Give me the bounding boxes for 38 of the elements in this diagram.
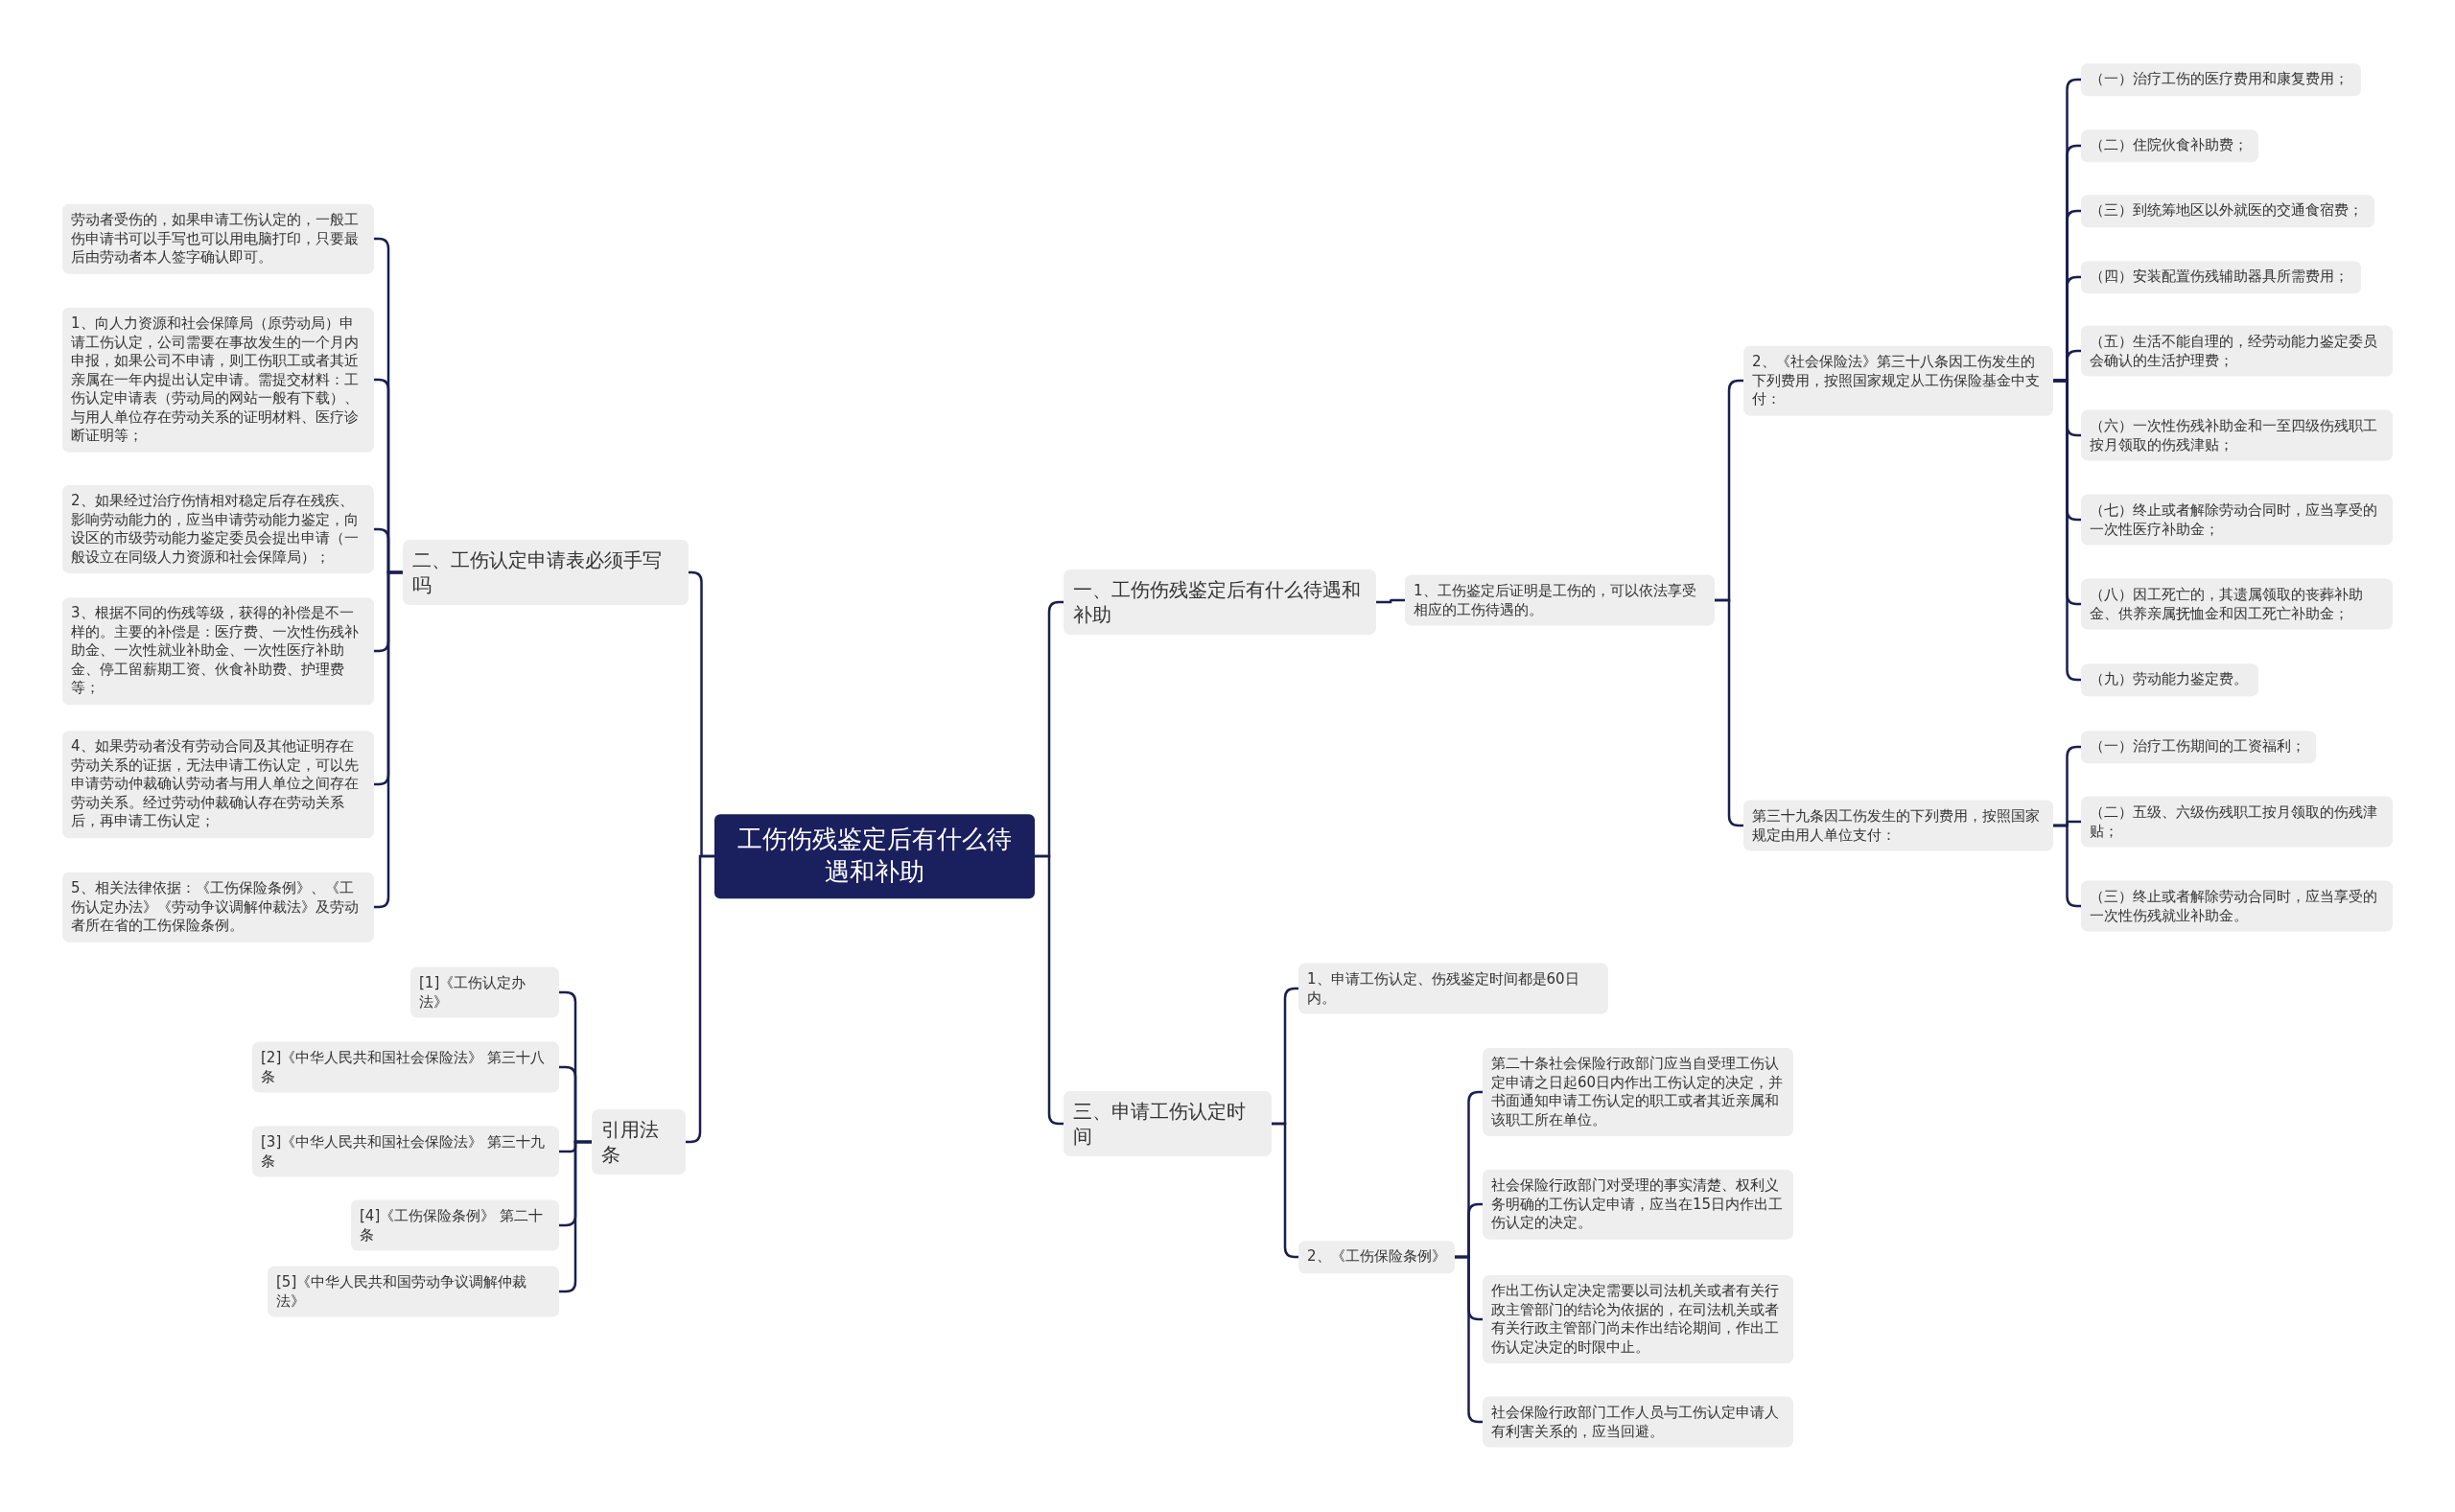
- subtopic-box: 社会保险行政部门对受理的事实清楚、权利义务明确的工伤认定申请，应当在15日内作出工伤认定的决定。: [1483, 1169, 1793, 1240]
- subtopic-box: （八）因工死亡的，其遗属领取的丧葬补助金、供养亲属抚恤金和因工死亡补助金；: [2081, 578, 2393, 630]
- subtopic-box: （二）五级、六级伤残职工按月领取的伤残津贴；: [2081, 796, 2393, 848]
- subtopic-box: （三）到统筹地区以外就医的交通食宿费；: [2081, 195, 2374, 227]
- topic-box: 一、工伤伤残鉴定后有什么待遇和补助: [1064, 570, 1376, 635]
- subtopic-box: 4、如果劳动者没有劳动合同及其他证明存在劳动关系的证据，无法申请工伤认定，可以先申请劳动仲裁确认劳动者与用人单位之间存在劳动关系。经过劳动仲裁确认存在劳动关系后，再申请工伤认定；: [62, 731, 374, 838]
- subtopic-box: [3]《中华人民共和国社会保险法》 第三十九条: [252, 1126, 559, 1177]
- subtopic-box: （四）安装配置伤残辅助器具所需费用；: [2081, 261, 2361, 293]
- subtopic-box: 1、向人力资源和社会保障局（原劳动局）申请工伤认定，公司需要在事故发生的一个月内申报，如果公司不申请，则工伤职工或者其近亲属在一年内提出认定申请。需提交材料：工伤认定申请表（劳动局的网站一般有下载）、与用人单位存在劳动关系的证明材料、医疗诊断证明等；: [62, 307, 374, 453]
- subtopic-box: 第二十条社会保险行政部门应当自受理工伤认定申请之日起60日内作出工伤认定的决定，并书面通知申请工伤认定的职工或者其近亲属和该职工所在单位。: [1483, 1048, 1793, 1136]
- topic-box: 引用法条: [592, 1109, 686, 1175]
- subtopic-box: 1、工伤鉴定后证明是工伤的，可以依法享受相应的工伤待遇的。: [1405, 574, 1715, 626]
- topic-box: 三、申请工伤认定时间: [1064, 1091, 1272, 1156]
- subtopic-box: 1、申请工伤认定、伤残鉴定时间都是60日内。: [1298, 963, 1608, 1014]
- topic-box: 二、工伤认定申请表必须手写吗: [403, 540, 689, 605]
- central-topic-box: 工伤伤残鉴定后有什么待遇和补助: [714, 814, 1035, 898]
- subtopic-box: （三）终止或者解除劳动合同时，应当享受的一次性伤残就业补助金。: [2081, 880, 2393, 932]
- subtopic-box: 劳动者受伤的，如果申请工伤认定的，一般工伤申请书可以手写也可以用电脑打印，只要最后由劳动者本人签字确认即可。: [62, 203, 374, 274]
- subtopic-box: 第三十九条因工伤发生的下列费用，按照国家规定由用人单位支付：: [1743, 800, 2053, 851]
- subtopic-box: 3、根据不同的伤残等级，获得的补偿是不一样的。主要的补偿是：医疗费、一次性伤残补助金、一次性就业补助金、一次性医疗补助金、停工留薪期工资、伙食补助费、护理费等；: [62, 597, 374, 705]
- subtopic-box: （六）一次性伤残补助金和一至四级伤残职工按月领取的伤残津贴；: [2081, 409, 2393, 461]
- subtopic-box: [5]《中华人民共和国劳动争议调解仲裁法》: [268, 1266, 559, 1317]
- subtopic-box: 作出工伤认定决定需要以司法机关或者有关行政主管部门的结论为依据的，在司法机关或者有关行政主管部门尚未作出结论期间，作出工伤认定决定的时限中止。: [1483, 1275, 1793, 1363]
- subtopic-box: 2、《工伤保险条例》: [1298, 1241, 1455, 1273]
- subtopic-box: 社会保险行政部门工作人员与工伤认定申请人有利害关系的，应当回避。: [1483, 1396, 1793, 1448]
- subtopic-box: 2、如果经过治疗伤情相对稳定后存在残疾、影响劳动能力的，应当申请劳动能力鉴定，向设区的市级劳动能力鉴定委员会提出申请（一般设立在同级人力资源和社会保障局）；: [62, 485, 374, 573]
- subtopic-box: [2]《中华人民共和国社会保险法》 第三十八条: [252, 1041, 559, 1093]
- connector-line: [1376, 598, 1405, 604]
- subtopic-box: （二）住院伙食补助费；: [2081, 129, 2258, 162]
- subtopic-box: （九）劳动能力鉴定费。: [2081, 663, 2258, 696]
- subtopic-box: （七）终止或者解除劳动合同时，应当享受的一次性医疗补助金；: [2081, 494, 2393, 546]
- subtopic-box: 5、相关法律依据：《工伤保险条例》、《工伤认定办法》《劳动争议调解仲裁法》及劳动者所在省的工伤保险条例。: [62, 872, 374, 942]
- subtopic-box: [4]《工伤保险条例》 第二十条: [351, 1199, 559, 1251]
- subtopic-box: （一）治疗工伤的医疗费用和康复费用；: [2081, 63, 2361, 96]
- subtopic-box: 2、《社会保险法》第三十八条因工伤发生的下列费用，按照国家规定从工伤保险基金中支付：: [1743, 345, 2053, 416]
- subtopic-box: （一）治疗工伤期间的工资福利；: [2081, 731, 2316, 763]
- subtopic-box: [1]《工伤认定办法》: [410, 966, 559, 1018]
- subtopic-box: （五）生活不能自理的，经劳动能力鉴定委员会确认的生活护理费；: [2081, 325, 2393, 377]
